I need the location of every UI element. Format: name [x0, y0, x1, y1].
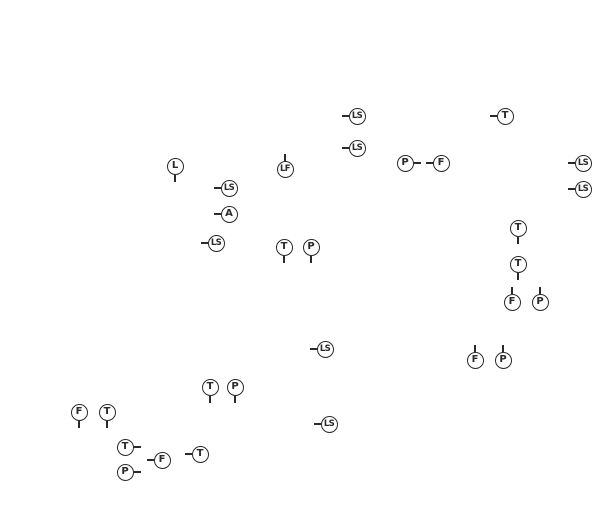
symbol-tick	[502, 344, 504, 352]
symbol-circle: LS	[320, 415, 338, 433]
symbol-tick	[489, 115, 497, 117]
symbol-circle: F	[153, 451, 171, 469]
symbol-circle: LS	[348, 107, 366, 125]
symbol-circle: P	[302, 238, 320, 256]
symbol-tick	[474, 344, 476, 352]
symbol-circle: T	[496, 107, 514, 125]
symbol-circle: LF	[276, 160, 294, 178]
symbol-tick	[567, 162, 575, 164]
symbol-tick	[341, 115, 349, 117]
symbol-circle: LS	[348, 139, 366, 157]
symbol-circle: T	[191, 445, 209, 463]
symbol-circle: A	[220, 205, 238, 223]
symbol-tick	[213, 213, 221, 215]
symbol-tick	[517, 236, 519, 244]
symbol-tick	[133, 446, 141, 448]
symbol-circle: T	[275, 238, 293, 256]
symbol-circle: T	[98, 403, 116, 421]
symbol-circle: T	[116, 438, 134, 456]
symbol-tick	[511, 286, 513, 294]
symbol-tick	[313, 423, 321, 425]
symbol-circle: LS	[220, 179, 238, 197]
symbol-tick	[310, 255, 312, 263]
symbol-tick	[341, 147, 349, 149]
symbol-circle: P	[396, 154, 414, 172]
symbol-tick	[146, 459, 154, 461]
symbol-circle: LS	[574, 154, 592, 172]
symbol-circle: L	[166, 157, 184, 175]
symbol-tick	[174, 174, 176, 182]
symbol-circle: T	[201, 378, 219, 396]
symbol-tick	[209, 395, 211, 403]
symbol-tick	[78, 420, 80, 428]
symbol-circle: LS	[574, 180, 592, 198]
symbol-circle: F	[432, 154, 450, 172]
symbol-circle: P	[531, 293, 549, 311]
symbol-tick	[133, 471, 141, 473]
symbol-tick	[517, 272, 519, 280]
symbol-tick	[539, 286, 541, 294]
symbol-tick	[106, 420, 108, 428]
symbol-tick	[425, 162, 433, 164]
symbol-circle: LS	[207, 234, 225, 252]
symbol-tick	[309, 348, 317, 350]
symbol-circle: F	[70, 403, 88, 421]
symbol-tick	[413, 162, 421, 164]
symbol-tick	[283, 255, 285, 263]
symbol-circle: T	[509, 255, 527, 273]
symbol-tick	[213, 187, 221, 189]
symbol-tick	[567, 188, 575, 190]
symbol-circle: P	[116, 463, 134, 481]
symbol-circle: T	[509, 219, 527, 237]
symbol-tick	[184, 453, 192, 455]
symbol-tick	[284, 153, 286, 161]
symbol-circle: LS	[316, 340, 334, 358]
symbol-circle: F	[503, 293, 521, 311]
symbol-tick	[200, 242, 208, 244]
symbol-circle: P	[226, 378, 244, 396]
symbol-circle: F	[466, 351, 484, 369]
symbol-tick	[234, 395, 236, 403]
symbol-circle: P	[494, 351, 512, 369]
